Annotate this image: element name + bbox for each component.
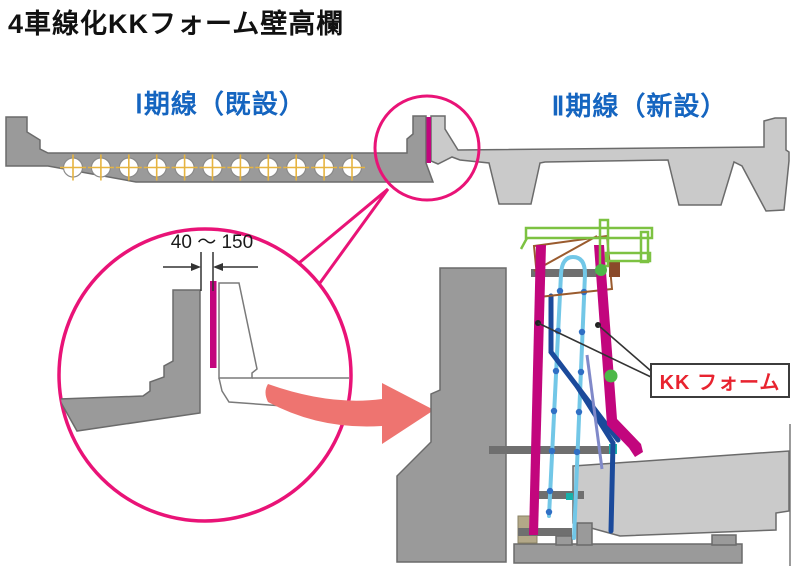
zoom-arrow xyxy=(265,383,434,444)
void-circles xyxy=(60,154,365,181)
form-tie xyxy=(585,354,604,470)
base-plate xyxy=(513,543,743,564)
new-deck-shape xyxy=(430,115,790,212)
waler-top xyxy=(531,269,602,277)
leader-lines xyxy=(535,320,652,378)
form-brace-2 xyxy=(574,383,616,534)
dimension-lines xyxy=(163,252,258,291)
detail-circle-contents xyxy=(59,281,349,432)
kk-form-label: KK フォーム xyxy=(650,363,790,398)
junction-highlight-circle xyxy=(373,94,481,202)
figure-title: 4車線化KKフォーム壁高欄 xyxy=(8,9,345,39)
green-fastener xyxy=(595,264,607,276)
formwork-detail xyxy=(396,218,791,566)
rebar-cage xyxy=(547,254,588,540)
new-deck-slab xyxy=(572,450,790,537)
kk-form-strip-zoom xyxy=(210,281,217,368)
green-fastener xyxy=(604,369,618,383)
gap-dimension-label: 40 ～ 150 xyxy=(170,232,254,253)
junction-form-strip xyxy=(426,117,431,163)
existing-bridge-section xyxy=(5,115,435,183)
magnifier-lines xyxy=(298,187,390,288)
kk-form-label-text: KK フォーム xyxy=(659,372,781,394)
label-phase2-new: Ⅱ期線（新設） xyxy=(551,91,728,121)
existing-parapet-zoom xyxy=(59,289,201,432)
kk-form-right xyxy=(594,245,643,457)
existing-wall xyxy=(396,267,507,563)
label-phase1-existing: Ⅰ期線（既設） xyxy=(135,89,306,119)
new-bridge-section xyxy=(430,115,790,212)
kk-form-left xyxy=(529,245,546,535)
detail-circle xyxy=(57,227,353,523)
